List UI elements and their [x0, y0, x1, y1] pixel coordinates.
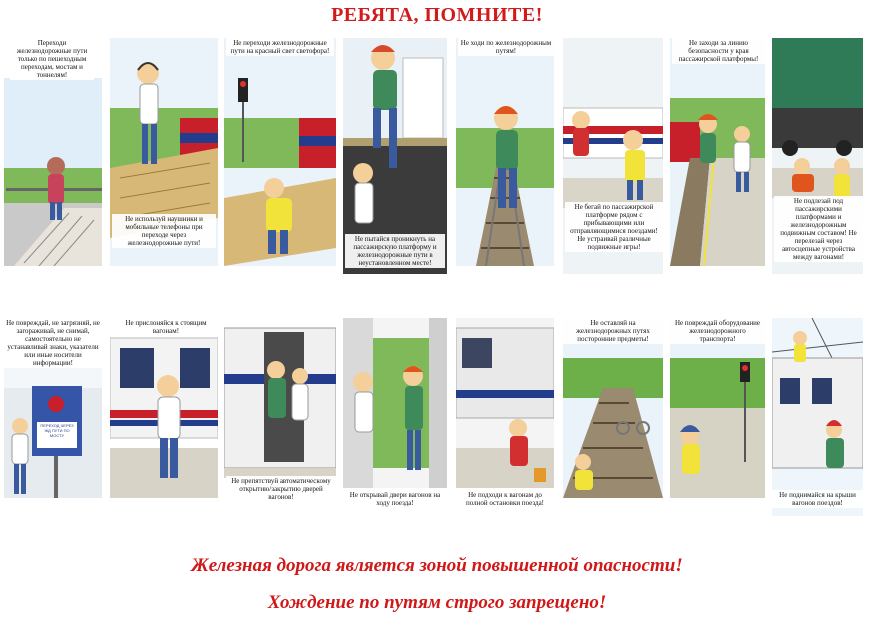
panel-bottom-1: Не повреждай, не загрязняй, не загоражив… [4, 318, 102, 498]
panel-bottom-5: Не подходи к вагонам до полной остановки… [456, 318, 554, 516]
panel-top-2: Не используй наушники и мобильные телефо… [110, 38, 218, 266]
panel-bottom-2: Не прислоняйся к стоящим вагонам! [110, 318, 218, 498]
panel-caption: Не поднимайся на крыши вагонов поездов! [772, 490, 863, 508]
panel-caption: Не ходи по железнодорожным путям! [458, 38, 554, 56]
illustration-equipment [670, 318, 765, 498]
illustration-objects-tracks [563, 318, 663, 498]
panel-caption: Не переходи железнодорожные пути на крас… [226, 38, 334, 56]
illustration-moving-door [343, 318, 447, 488]
sign-text: ПЕРЕХОД ЧЕРЕЗ ЖД ПУТИ ПО МОСТУ [40, 423, 74, 438]
illustration-doors [224, 318, 336, 478]
panel-top-1: Переходи железнодорожные пути только по … [4, 38, 102, 266]
panel-caption: Не оставляй на железнодорожных путях пос… [563, 318, 663, 344]
panel-top-8: Не подлезай под пассажирскими платформам… [772, 38, 863, 274]
panel-top-7: Не заходи за линию безопасности у края п… [670, 38, 765, 266]
panel-caption: Переходи железнодорожные пути только по … [10, 38, 94, 80]
panel-caption: Не подлезай под пассажирскими платформам… [774, 196, 863, 262]
panel-bottom-8: Не поднимайся на крыши вагонов поездов! [772, 318, 863, 516]
panel-bottom-6: Не оставляй на железнодорожных путях пос… [563, 318, 663, 498]
panel-caption: Не подходи к вагонам до полной остановки… [456, 490, 554, 508]
panel-caption: Не открывай двери вагонов на ходу поезда… [343, 490, 447, 508]
panel-top-4: Не пытайся проникнуть на пассажирскую пл… [343, 38, 447, 274]
illustration-leaning [110, 318, 218, 498]
illustration-walking-tracks [456, 38, 554, 266]
panel-bottom-7: Не повреждай оборудование железнодорожно… [670, 318, 765, 498]
footer-warning-2: Хождение по путям строго запрещено! [267, 592, 607, 613]
illustration-overpass [4, 78, 102, 266]
panel-top-3: Не переходи железнодорожные пути на крас… [224, 38, 336, 266]
panel-caption: Не прислоняйся к стоящим вагонам! [112, 318, 218, 336]
footer-warning-1: Железная дорога является зоной повышенно… [191, 555, 683, 576]
illustration-roof [772, 318, 863, 516]
panel-bottom-3: Не препятствуй автоматическому открытию/… [224, 318, 336, 516]
panel-caption: Не используй наушники и мобильные телефо… [112, 214, 216, 248]
poster-title: РЕБЯТА, ПОМНИТЕ! [331, 4, 543, 26]
panel-caption: Не бегай по пассажирской платформе рядом… [565, 202, 663, 252]
illustration-sign [4, 318, 102, 498]
panel-bottom-4: Не открывай двери вагонов на ходу поезда… [343, 318, 447, 516]
panel-caption: Не повреждай, не загрязняй, не загоражив… [4, 318, 102, 368]
illustration-safety-line [670, 38, 765, 266]
panel-caption: Не препятствуй автоматическому открытию/… [226, 476, 336, 502]
illustration-traffic-light [224, 38, 336, 266]
panel-caption: Не пытайся проникнуть на пассажирскую пл… [345, 234, 445, 268]
illustration-approach-train [456, 318, 554, 488]
panel-top-5: Не ходи по железнодорожным путям! [456, 38, 554, 266]
panel-caption: Не повреждай оборудование железнодорожно… [670, 318, 765, 344]
panel-top-6: Не бегай по пассажирской платформе рядом… [563, 38, 663, 274]
panel-caption: Не заходи за линию безопасности у края п… [672, 38, 765, 64]
